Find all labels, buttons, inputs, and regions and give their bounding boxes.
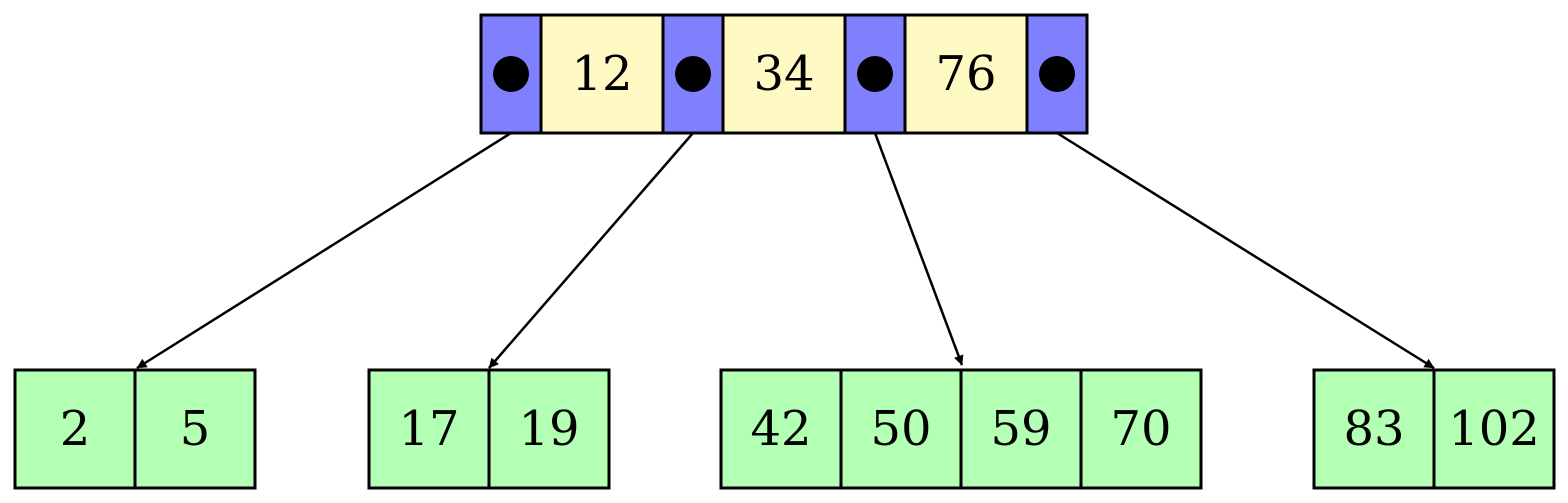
leaf-node: 42 50 59 70 xyxy=(719,368,1203,490)
leaf-key-cell xyxy=(487,368,611,490)
pointer-dot-icon xyxy=(493,56,529,92)
edges xyxy=(136,131,1435,370)
child-pointer-arrow xyxy=(136,131,512,370)
root-key-label: 12 xyxy=(571,46,632,102)
leaf-key-label: 2 xyxy=(60,401,91,457)
leaf-key-label: 59 xyxy=(990,401,1051,457)
leaf-key-cell xyxy=(1079,368,1203,490)
leaf-key-label: 50 xyxy=(870,401,931,457)
root-key-label: 34 xyxy=(753,46,814,102)
leaf-key-cell xyxy=(13,368,137,490)
child-pointer-arrow xyxy=(1056,131,1435,370)
pointer-dot-icon xyxy=(675,56,711,92)
leaf-key-cell xyxy=(719,368,843,490)
leaf-key-label: 5 xyxy=(180,401,211,457)
leaf-key-cell xyxy=(133,368,257,490)
leaf-key-label: 83 xyxy=(1343,401,1404,457)
leaf-key-cell xyxy=(959,368,1083,490)
root-key-label: 76 xyxy=(935,46,996,102)
root-key-cell xyxy=(903,13,1029,135)
child-pointer-arrow xyxy=(873,132,964,366)
leaf-key-cell xyxy=(1432,368,1556,490)
leaf-key-cell xyxy=(1312,368,1436,490)
pointer-dot-icon xyxy=(1039,56,1075,92)
leaf-key-label: 17 xyxy=(398,401,459,457)
leaf-node: 83 102 xyxy=(1312,368,1556,490)
leaf-key-label: 42 xyxy=(750,401,811,457)
leaf-key-label: 19 xyxy=(518,401,579,457)
pointer-dot-icon xyxy=(857,56,893,92)
leaf-key-label: 102 xyxy=(1448,401,1540,457)
root-key-cell xyxy=(539,13,665,135)
leaf-key-cell xyxy=(367,368,491,490)
root-node: 12 34 76 xyxy=(479,13,1089,135)
child-pointer-arrow xyxy=(488,132,694,369)
leaf-key-label: 70 xyxy=(1110,401,1171,457)
leaf-key-cell xyxy=(839,368,963,490)
